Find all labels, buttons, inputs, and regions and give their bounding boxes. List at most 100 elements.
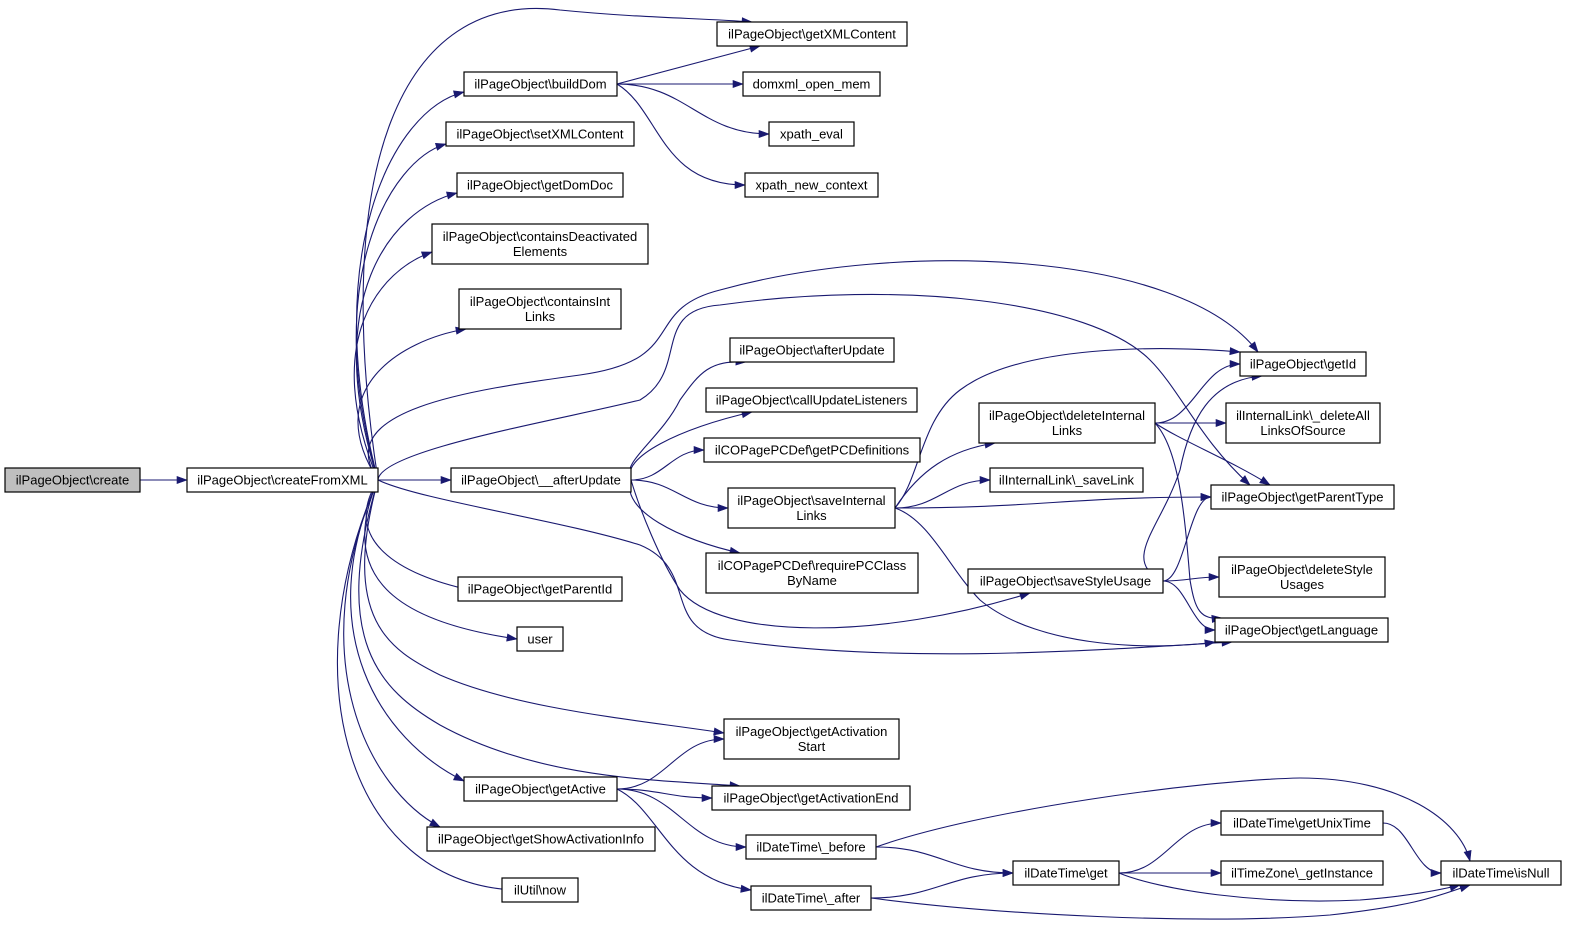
node-box	[1210, 484, 1395, 510]
node-box	[1220, 810, 1384, 836]
node-xpath_new_context[interactable]: xpath_new_context	[744, 172, 879, 198]
node-label: ilPageObject\afterUpdate	[739, 343, 884, 358]
edge-arrowhead	[740, 884, 752, 893]
node-callUpdateListeners[interactable]: ilPageObject\callUpdateListeners	[705, 387, 918, 413]
node-box	[450, 467, 632, 493]
node-getParentId[interactable]: ilPageObject\getParentId	[457, 576, 623, 602]
edge-arrowhead	[1248, 341, 1259, 353]
node-label: ilPageObject\getId	[1250, 357, 1356, 372]
edge-arrowhead	[1259, 476, 1271, 486]
edge-arrowhead	[176, 475, 188, 485]
call-edge-createFromXML-to-containsDeactivatedElements	[353, 251, 433, 481]
node-xpath_eval[interactable]: xpath_eval	[768, 121, 855, 147]
node-dtGet[interactable]: ilDateTime\get	[1012, 860, 1120, 886]
node-getId[interactable]: ilPageObject\getId	[1239, 351, 1367, 377]
node-getShowActivationInfo[interactable]: ilPageObject\getShowActivationInfo	[426, 826, 656, 852]
node-getInstance[interactable]: ilTimeZone\_getInstance	[1220, 860, 1384, 886]
node-getActivationEnd[interactable]: ilPageObject\getActivationEnd	[711, 785, 911, 811]
node-box	[978, 402, 1156, 444]
edge-arrowhead	[693, 445, 705, 455]
node-afterUpdate[interactable]: ilPageObject\afterUpdate	[729, 337, 895, 363]
node-label: ilPageObject\buildDom	[474, 77, 606, 92]
edge-arrowhead	[420, 251, 433, 260]
edge-arrowhead	[734, 180, 746, 190]
node-box	[516, 626, 564, 652]
node-label: ilPageObject\create	[16, 473, 129, 488]
node-getParentType[interactable]: ilPageObject\getParentType	[1210, 484, 1395, 510]
node-create[interactable]: ilPageObject\create	[4, 467, 141, 493]
call-edge-saveInternalLinks-to-saveLink	[894, 479, 991, 509]
edge-arrowhead	[1002, 868, 1014, 878]
node-user[interactable]: user	[516, 626, 564, 652]
node-label: ilPageObject\getActivationEnd	[724, 791, 899, 806]
node-getLanguage[interactable]: ilPageObject\getLanguage	[1214, 617, 1389, 643]
node-label: ilPageObject\createFromXML	[197, 473, 368, 488]
node-box	[989, 467, 1144, 493]
node-label: xpath_eval	[780, 127, 843, 142]
node-label: ilDateTime\_before	[756, 840, 865, 855]
call-edge-deleteInternalLinks-to-getLanguage	[1154, 422, 1223, 619]
node-box	[426, 826, 656, 852]
edge-arrowhead	[506, 633, 518, 642]
node-box	[458, 288, 622, 330]
node-getActive[interactable]: ilPageObject\getActive	[463, 776, 618, 802]
edge-arrowhead	[701, 793, 713, 803]
node-box	[1218, 556, 1386, 598]
node-label: ilPageObject\getParentId	[468, 582, 613, 597]
call-edge-createFromXML-to-getDomDoc	[355, 192, 458, 481]
call-edge-after-to-isNull	[870, 884, 1471, 920]
edge-arrowhead	[735, 842, 747, 852]
node-setXMLContent[interactable]: ilPageObject\setXMLContent	[445, 121, 635, 147]
edge-arrowhead	[732, 79, 744, 89]
node-label: ilPageObject\containsInt	[470, 294, 611, 309]
node-__afterUpdate[interactable]: ilPageObject\__afterUpdate	[450, 467, 632, 493]
edge-arrowhead	[1204, 639, 1216, 648]
call-edge-getActive-to-getActivationEnd	[616, 788, 713, 799]
node-createFromXML[interactable]: ilPageObject\createFromXML	[186, 467, 379, 493]
node-saveLink[interactable]: ilInternalLink\_saveLink	[989, 467, 1144, 493]
call-edge-getActive-to-after	[616, 788, 752, 891]
node-getDomDoc[interactable]: ilPageObject\getDomDoc	[456, 172, 624, 198]
edge-arrowhead	[1204, 625, 1216, 635]
node-label: Elements	[513, 244, 568, 259]
node-getXMLContent[interactable]: ilPageObject\getXMLContent	[716, 21, 908, 47]
node-before[interactable]: ilDateTime\_before	[745, 834, 877, 860]
node-after[interactable]: ilDateTime\_after	[750, 885, 872, 911]
node-buildDom[interactable]: ilPageObject\buildDom	[463, 71, 618, 97]
node-label: ilDateTime\isNull	[1452, 866, 1549, 881]
call-edge-createFromXML-to-getActivationStart	[364, 479, 725, 734]
node-domxml_open_mem[interactable]: domxml_open_mem	[742, 71, 881, 97]
node-box	[742, 71, 881, 97]
node-box	[4, 467, 141, 493]
call-edge-__afterUpdate-to-requirePCClassByName	[629, 479, 741, 554]
call-edge-createFromXML-to-getLanguage	[377, 479, 1233, 655]
node-box	[750, 885, 872, 911]
call-edge-createFromXML-to-user	[364, 479, 518, 640]
node-getUnixTime[interactable]: ilDateTime\getUnixTime	[1220, 810, 1384, 836]
node-now[interactable]: ilUtil\now	[501, 877, 579, 903]
call-edge-createFromXML-to-buildDom	[356, 91, 465, 481]
node-label: ilUtil\now	[514, 883, 567, 898]
node-box	[967, 568, 1164, 594]
node-box	[501, 877, 579, 903]
node-label: ilPageObject\getXMLContent	[728, 27, 896, 42]
node-box	[727, 487, 896, 529]
node-label: ilPageObject\saveInternal	[737, 493, 885, 508]
edge-arrowhead	[453, 90, 465, 99]
edge-arrowhead	[1200, 492, 1212, 502]
node-getPCDefinitions[interactable]: ilCOPagePCDef\getPCDefinitions	[703, 437, 921, 463]
node-saveStyleUsage[interactable]: ilPageObject\saveStyleUsage	[967, 568, 1164, 594]
edge-arrowhead	[440, 475, 452, 485]
node-box	[745, 834, 877, 860]
node-label: ByName	[787, 573, 837, 588]
node-isNull[interactable]: ilDateTime\isNull	[1440, 860, 1562, 886]
